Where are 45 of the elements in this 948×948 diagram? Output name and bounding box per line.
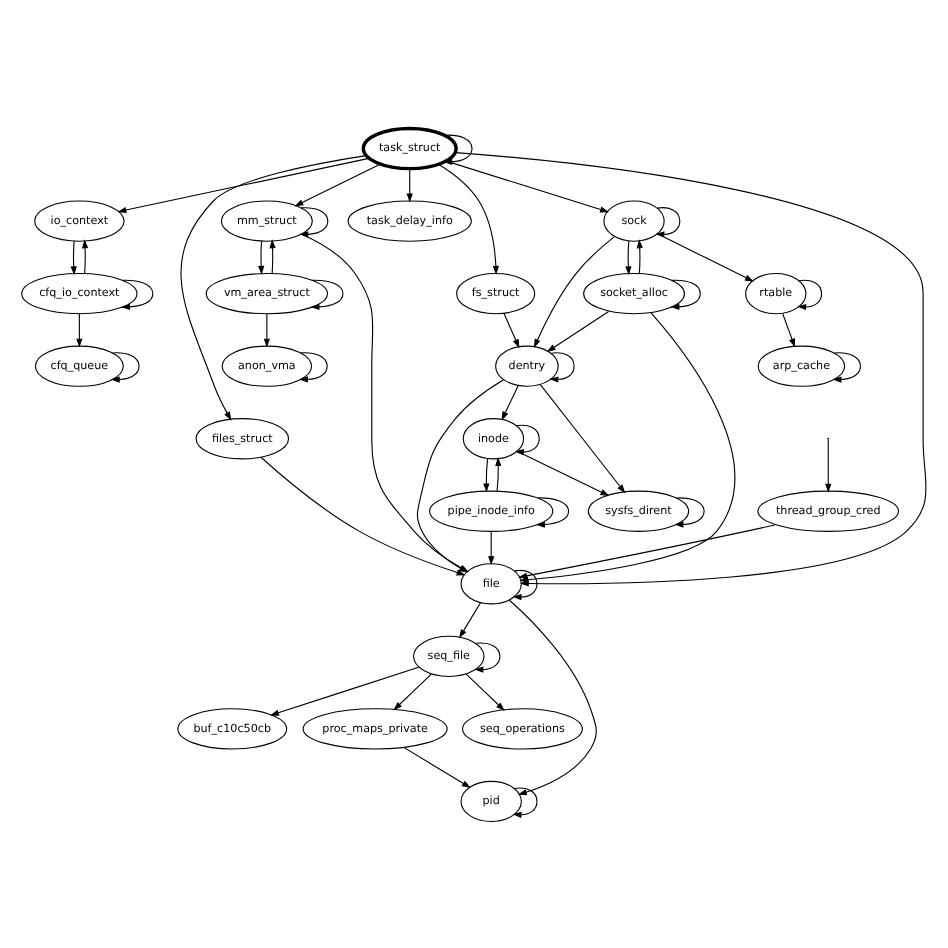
arrow [625,239,632,275]
arrow [483,457,490,492]
arrow [518,523,776,578]
arrow [258,239,265,274]
arrow [782,311,796,347]
arrow [294,162,381,206]
arrow [406,167,413,202]
arrow [393,672,432,710]
arrow [310,278,344,310]
arrow [110,351,140,382]
arrow [495,456,502,491]
arrow [503,312,520,348]
arrow [260,455,466,575]
arrow [488,530,495,565]
arrow [535,496,570,527]
arrow [512,786,538,817]
arrow [539,382,626,493]
arrow [81,238,89,274]
arrow [549,351,575,382]
arrow [546,309,610,352]
arrow [121,278,154,310]
arrow [533,235,615,347]
arrow [70,239,77,275]
arrow [674,496,705,527]
arrow [797,278,823,310]
arrow [270,665,420,715]
arrow [76,312,83,347]
arrow [117,156,370,213]
arrow [269,238,276,273]
arrow [298,351,328,382]
arrow [501,384,519,420]
arrow [465,672,505,710]
arrow [825,438,832,492]
arrow [263,312,270,347]
arrow [180,154,367,420]
arrow [438,162,500,274]
arrow [512,568,538,600]
arrow [670,278,701,310]
arrow [508,598,597,795]
arrow [832,351,861,382]
arrow [474,641,501,672]
arrow [636,238,643,274]
arrow [403,745,471,787]
arrow [519,311,736,582]
arrow [459,601,482,638]
